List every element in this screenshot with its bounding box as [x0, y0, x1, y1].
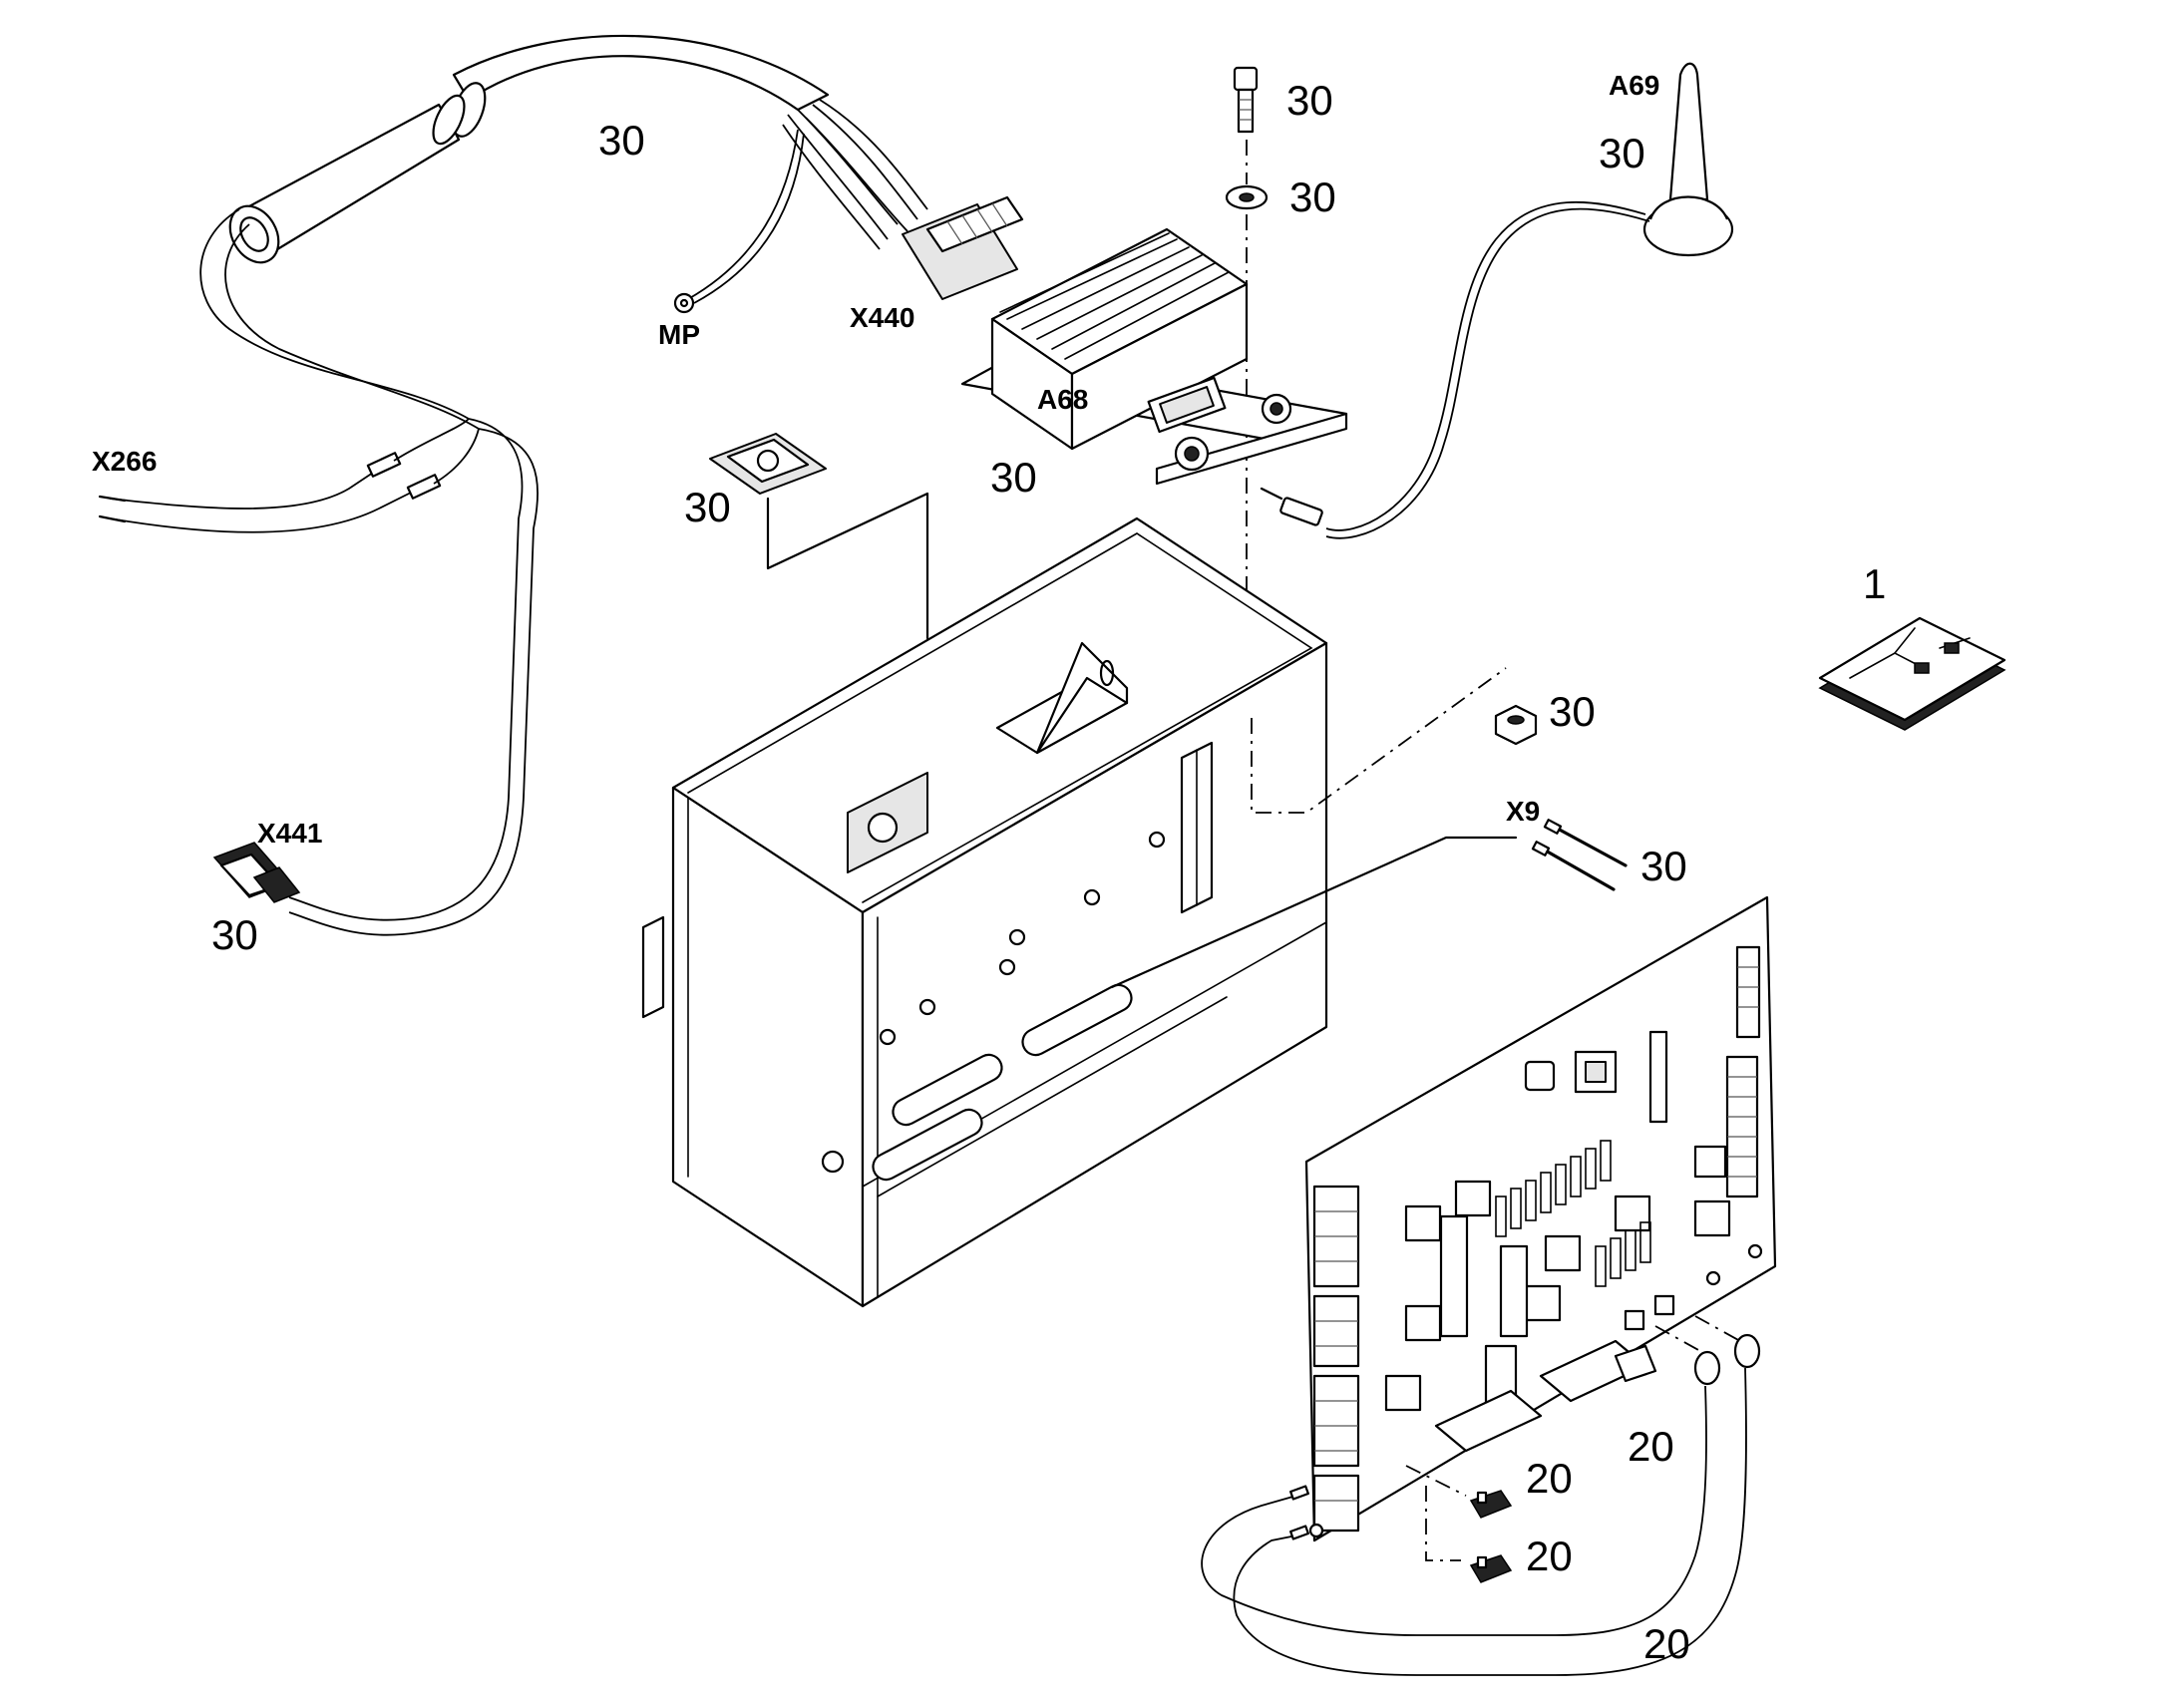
- callout-nut: 30: [1549, 688, 1596, 735]
- bolt: [1233, 66, 1259, 134]
- nut: [1494, 704, 1538, 746]
- washer: [1225, 184, 1269, 210]
- ref-x266: X266: [92, 446, 157, 477]
- wiring-harness: [98, 34, 1024, 936]
- x440-connector: [902, 195, 1024, 300]
- ref-x440: X440: [850, 302, 914, 333]
- ref-a68: A68: [1037, 384, 1088, 415]
- ref-x441: X441: [257, 818, 322, 849]
- callout-washer: 30: [1289, 173, 1336, 220]
- callout-ground-cable-right: 20: [1628, 1423, 1674, 1470]
- callout-fuse-lower: 20: [1526, 1533, 1573, 1579]
- ref-a69: A69: [1609, 70, 1659, 101]
- ref-mp: MP: [658, 319, 700, 350]
- a69-antenna: [1260, 62, 1734, 539]
- callout-bolt: 30: [1286, 77, 1333, 124]
- callout-kit: 1: [1863, 560, 1886, 607]
- enclosure-box: [641, 516, 1328, 1308]
- callout-pins-x9: 30: [1640, 843, 1687, 889]
- x9-pins: [1531, 819, 1628, 891]
- callout-ground-cable-bottom: 20: [1643, 1620, 1690, 1667]
- callout-tie-mount: 30: [684, 484, 731, 530]
- callout-harness-top: 30: [598, 117, 645, 164]
- fuse-upper: [1469, 1490, 1513, 1519]
- documentation-kit: [1818, 616, 2006, 731]
- callout-antenna: 30: [1599, 130, 1645, 176]
- x441-connector: [212, 842, 301, 903]
- fuse-lower: [1469, 1554, 1513, 1583]
- ground-cables: [1201, 1315, 1761, 1676]
- callout-connector-x441: 30: [211, 911, 258, 958]
- callout-fuse-upper: 20: [1526, 1455, 1573, 1502]
- circuit-board: [1304, 895, 1777, 1542]
- tie-mount: [709, 433, 929, 640]
- callout-module: 30: [990, 454, 1037, 501]
- ref-x9: X9: [1506, 796, 1540, 827]
- a68-module: [960, 227, 1348, 486]
